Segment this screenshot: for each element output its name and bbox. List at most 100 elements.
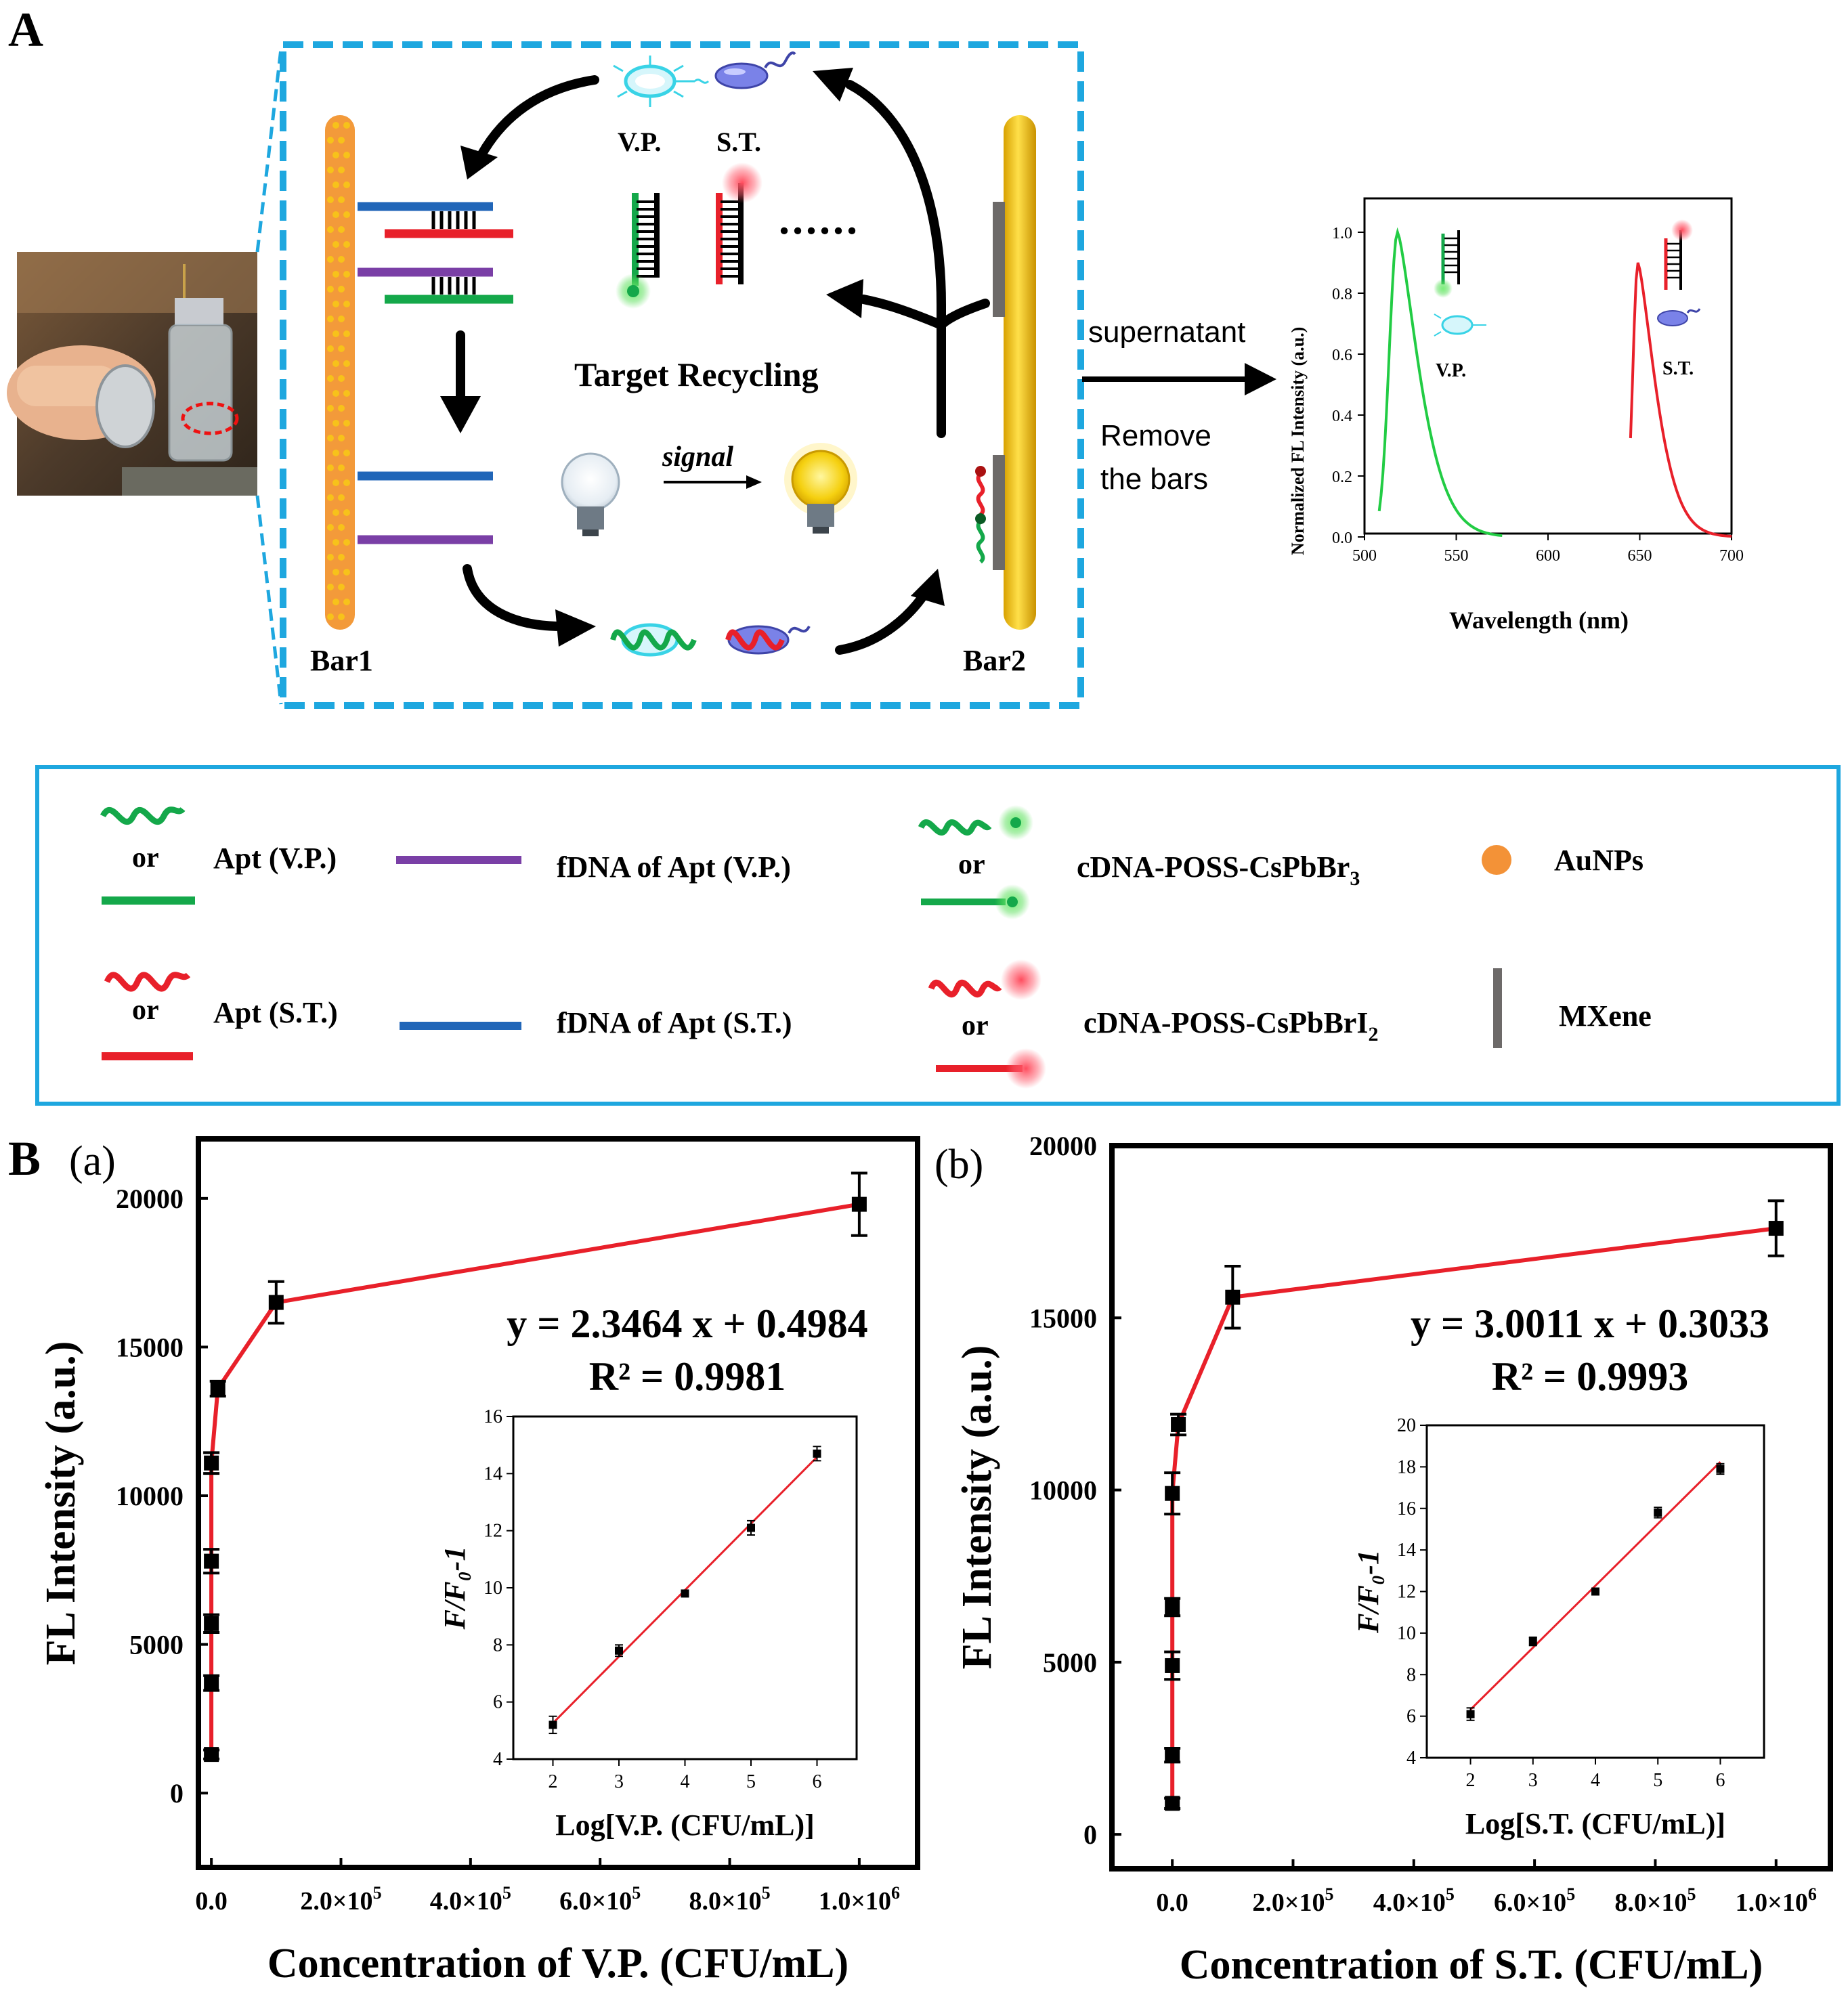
- legend-apt-st-wavy: [104, 972, 191, 992]
- panel-label-B: B: [8, 1131, 41, 1186]
- legend-cdna-bri2-wavy: [928, 980, 1002, 997]
- xtick-label: 4.0×105: [1373, 1884, 1455, 1917]
- data-point: [1171, 1416, 1186, 1432]
- bar2-label: Bar2: [963, 644, 1026, 677]
- ytick-label: 15000: [1029, 1303, 1097, 1333]
- xtick-label: 0.0: [1156, 1888, 1188, 1917]
- inset-point: [813, 1449, 821, 1458]
- spectrum-curve-vp: [1377, 227, 1503, 537]
- spectrum-label-vp: V.P.: [1436, 360, 1466, 381]
- series-line: [209, 1202, 860, 1755]
- legend-or-3: or: [132, 995, 159, 1026]
- signal-label: signal: [662, 441, 733, 473]
- data-point: [1165, 1748, 1180, 1763]
- inset-point: [549, 1721, 557, 1729]
- dna-duplex-group: [358, 202, 513, 544]
- series-line: [1170, 1226, 1777, 1804]
- inset-xtick-label: 3: [1528, 1770, 1538, 1791]
- legend: or Apt (V.P.) fDNA of Apt (V.P.) or cDNA…: [100, 805, 1652, 1089]
- legend-cdna-br3-label: cDNA-POSS-CsPbBr3: [1077, 850, 1360, 890]
- x-axis-label: Concentration of V.P. (CFU/mL): [267, 1941, 848, 1987]
- inset-point: [1591, 1587, 1599, 1596]
- bar2-probes: [975, 466, 986, 564]
- legend-cdna-bri2-glow-1: [1001, 959, 1041, 1000]
- xtick-label: 8.0×105: [689, 1883, 770, 1916]
- r2-label: R² = 0.9993: [1492, 1354, 1689, 1399]
- bacteria-vp-bound-icon: [610, 623, 697, 657]
- inset-ylabel: F/F₀-1: [1352, 1550, 1385, 1634]
- legend-or-1: or: [132, 842, 159, 873]
- spectrum-bacteria-st: [1657, 308, 1701, 326]
- legend-apt-st-label: Apt (S.T.): [213, 996, 338, 1029]
- spectrum-xlabel: Wavelength (nm): [1449, 607, 1629, 634]
- inset-ytick-label: 4: [1406, 1748, 1416, 1769]
- remove-label-line1: Remove: [1100, 419, 1211, 452]
- xtick-label: 6.0×105: [559, 1883, 641, 1916]
- remove-label-line2: the bars: [1100, 462, 1208, 496]
- inset-ytick-label: 4: [493, 1749, 502, 1770]
- data-point: [204, 1747, 219, 1762]
- ytick-label: 15000: [116, 1332, 184, 1362]
- r2-label: R² = 0.9981: [589, 1354, 786, 1399]
- spectrum-ytick-label: 0.0: [1332, 529, 1352, 547]
- spectrum-bacteria-vp: [1434, 313, 1486, 337]
- inset-point: [1716, 1465, 1725, 1473]
- data-point: [1768, 1221, 1784, 1236]
- scheme-arrows: [440, 68, 990, 655]
- inset-ytick-label: 8: [1406, 1664, 1416, 1685]
- legend-or-4: or: [962, 1010, 989, 1041]
- ytick-label: 5000: [1043, 1647, 1097, 1678]
- bar1-label: Bar1: [310, 644, 373, 677]
- data-point: [1165, 1486, 1180, 1501]
- xtick-label: 2.0×105: [1252, 1884, 1333, 1917]
- released-duplex-red: [716, 163, 762, 284]
- inset-point: [1528, 1637, 1537, 1646]
- spectrum-ytick-label: 0.8: [1332, 286, 1352, 303]
- legend-frame: [35, 765, 1841, 1106]
- inset-xtick-label: 2: [549, 1771, 558, 1792]
- target-recycling-label: Target Recycling: [574, 355, 819, 393]
- inset-xtick-label: 5: [1653, 1770, 1662, 1791]
- inset-ytick-label: 10: [1397, 1623, 1416, 1644]
- data-point: [204, 1616, 219, 1631]
- spectrum-label-st: S.T.: [1662, 358, 1694, 379]
- bulb-on-icon: [784, 443, 857, 534]
- inset-xtick-label: 3: [614, 1771, 624, 1792]
- inset-ylabel: F/F₀-1: [438, 1546, 471, 1630]
- inset-xlabel: Log[V.P. (CFU/mL)]: [555, 1809, 815, 1842]
- spectrum-duplex-red: [1664, 219, 1693, 290]
- spectrum-xtick-label: 650: [1628, 547, 1652, 565]
- legend-mxene-label: MXene: [1559, 999, 1652, 1033]
- data-point: [1225, 1289, 1241, 1305]
- data-point: [210, 1381, 225, 1396]
- inset-ytick-label: 14: [1397, 1540, 1416, 1561]
- spectrum-ylabel: Normalized FL Intensity (a.u.): [1288, 327, 1308, 555]
- scheme-ellipsis: ......: [779, 195, 860, 243]
- xtick-label: 6.0×105: [1494, 1884, 1575, 1917]
- inset-fit-line: [1469, 1461, 1721, 1710]
- bar2-rod: [993, 115, 1036, 630]
- legend-apt-vp-label: Apt (V.P.): [213, 842, 337, 875]
- bacteria-st-bound-icon: [725, 625, 811, 655]
- legend-apt-vp-wavy: [100, 806, 186, 825]
- xtick-label: 1.0×106: [819, 1883, 900, 1916]
- xtick-label: 8.0×105: [1614, 1884, 1696, 1917]
- data-point: [204, 1675, 219, 1691]
- zoom-line-bottom: [255, 495, 283, 705]
- spectrum-curve-st: [1629, 262, 1732, 538]
- spectrum-ytick-label: 0.6: [1332, 347, 1352, 364]
- inset-xtick-label: 4: [1591, 1770, 1600, 1791]
- legend-cdna-bri2-glow-2: [1006, 1048, 1046, 1089]
- vial-photo: [7, 252, 257, 496]
- inset-xtick-label: 6: [1715, 1770, 1725, 1791]
- bacteria-vp-icon: [613, 56, 710, 107]
- data-point: [1165, 1796, 1180, 1811]
- equation-label: y = 3.0011 x + 0.3033: [1411, 1301, 1769, 1346]
- legend-aunps-label: AuNPs: [1554, 844, 1643, 877]
- ytick-label: 0: [1083, 1819, 1097, 1850]
- inset-ytick-label: 20: [1397, 1415, 1416, 1436]
- legend-cdna-br3-dot-2: [1007, 896, 1018, 907]
- spectrum-xtick-label: 600: [1536, 547, 1560, 565]
- legend-cdna-bri2-label: cDNA-POSS-CsPbBrI2: [1083, 1006, 1378, 1045]
- xtick-label: 2.0×105: [300, 1883, 381, 1916]
